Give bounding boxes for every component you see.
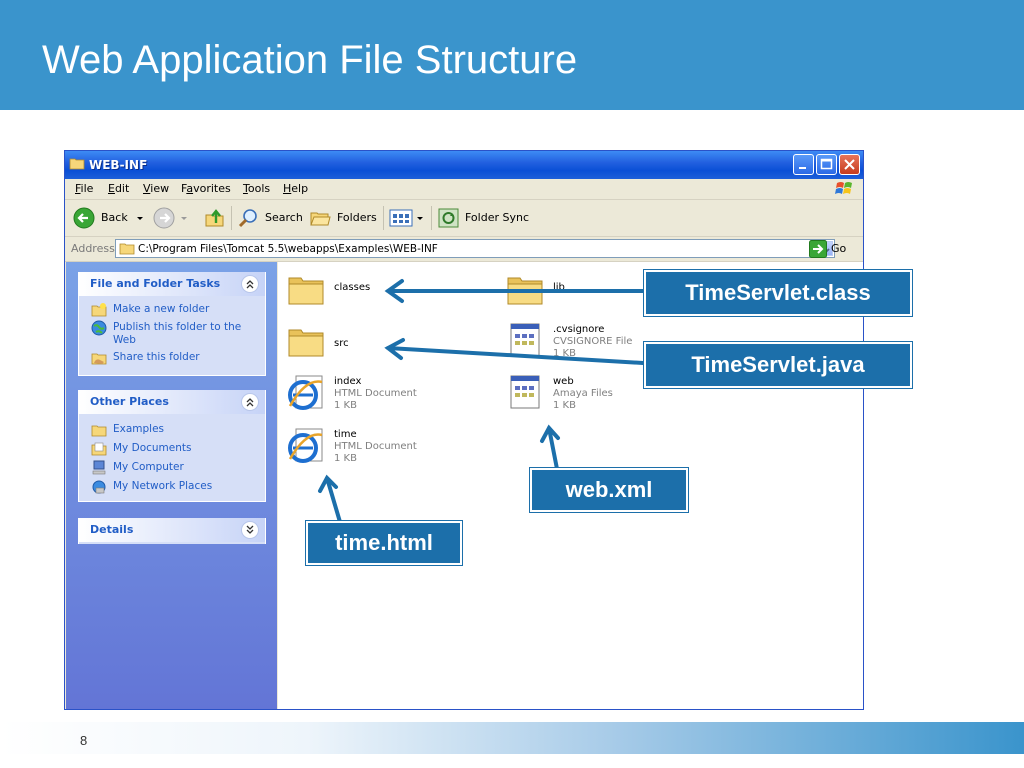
- menu-tools[interactable]: Tools: [243, 182, 271, 195]
- callout-time-html: time.html: [305, 520, 463, 566]
- go-label[interactable]: Go: [831, 242, 847, 255]
- file-item-time[interactable]: time HTML Document 1 KB: [286, 425, 426, 473]
- go-arrow-icon[interactable]: [809, 240, 827, 258]
- file-item-src[interactable]: src: [286, 320, 406, 368]
- chevron-down-icon: [137, 217, 143, 220]
- file-item-classes[interactable]: classes: [286, 268, 406, 316]
- chevron-down-icon: [246, 525, 254, 534]
- html-document-icon: [288, 428, 323, 463]
- menu-edit[interactable]: Edit: [108, 182, 130, 195]
- file-item-web[interactable]: web Amaya Files 1 KB: [505, 372, 645, 420]
- address-label: Address: [71, 242, 115, 255]
- html-document-icon: [288, 375, 323, 410]
- file-folder-tasks-header[interactable]: File and Folder Tasks: [79, 272, 265, 296]
- up-folder-icon: [205, 209, 224, 227]
- menu-help[interactable]: Help: [283, 182, 309, 195]
- folder-icon: [288, 329, 324, 357]
- close-icon: [844, 159, 855, 170]
- address-bar: Address C:\Program Files\Tomcat 5.5\weba…: [65, 237, 863, 262]
- share-folder-icon: [91, 353, 107, 365]
- forward-button[interactable]: [153, 207, 193, 229]
- explorer-window: WEB-INF File Edit View Favorites Tools H…: [64, 150, 864, 710]
- minimize-icon: [799, 167, 806, 169]
- callout-web-xml: web.xml: [529, 467, 689, 513]
- minimize-button[interactable]: [793, 154, 814, 175]
- file-item-lib[interactable]: lib: [505, 268, 625, 316]
- up-folder-button[interactable]: [203, 207, 227, 229]
- views-button[interactable]: [389, 207, 429, 229]
- window-title: WEB-INF: [89, 158, 148, 172]
- footer-bar: [0, 722, 1024, 754]
- folder-sync-icon: [438, 208, 459, 228]
- callout-timeservlet-class: TimeServlet.class: [643, 269, 913, 317]
- slide-title: Web Application File Structure: [42, 38, 578, 82]
- forward-arrow-icon: [153, 207, 175, 229]
- chevron-up-icon: [246, 398, 254, 407]
- maximize-icon: [820, 158, 833, 170]
- new-folder-icon: [91, 303, 107, 317]
- folder-sync-button[interactable]: Folder Sync: [437, 207, 537, 229]
- address-input[interactable]: C:\Program Files\Tomcat 5.5\webapps\Exam…: [115, 239, 835, 258]
- chevron-up-icon: [246, 280, 254, 289]
- task-pane: File and Folder Tasks Make a new folder …: [66, 262, 277, 709]
- document-icon: [510, 323, 540, 357]
- folders-button[interactable]: Folders: [309, 207, 379, 229]
- details-panel: Details: [78, 518, 266, 544]
- toolbar-separator: [431, 206, 432, 230]
- network-icon: [92, 480, 106, 494]
- menu-view[interactable]: View: [143, 182, 170, 195]
- slide-header: Web Application File Structure: [0, 0, 1024, 110]
- chevron-down-icon: [417, 217, 423, 220]
- chevron-down-icon: [181, 217, 187, 220]
- file-folder-tasks-panel: File and Folder Tasks Make a new folder …: [78, 272, 266, 376]
- back-arrow-icon: [73, 207, 95, 229]
- folder-icon: [69, 158, 85, 170]
- close-button[interactable]: [839, 154, 860, 175]
- folder-icon: [91, 425, 107, 437]
- folder-icon: [119, 243, 135, 255]
- other-places-header[interactable]: Other Places: [79, 390, 265, 414]
- windows-logo-icon: [835, 182, 852, 194]
- search-button[interactable]: Search: [237, 207, 307, 229]
- folder-icon: [288, 277, 324, 305]
- toolbar: Back Search: [65, 200, 863, 237]
- menu-favorites[interactable]: Favorites: [181, 182, 231, 195]
- page-number: 8: [80, 733, 88, 748]
- title-bar[interactable]: WEB-INF: [65, 151, 863, 179]
- toolbar-separator: [383, 206, 384, 230]
- search-icon: [238, 209, 257, 228]
- maximize-button[interactable]: [816, 154, 837, 175]
- details-header[interactable]: Details: [79, 518, 265, 542]
- globe-icon: [91, 320, 107, 336]
- document-icon: [510, 375, 540, 409]
- address-path: C:\Program Files\Tomcat 5.5\webapps\Exam…: [138, 243, 438, 255]
- back-button[interactable]: Back: [73, 207, 143, 229]
- menu-file[interactable]: File: [75, 182, 94, 195]
- folder-icon: [507, 277, 543, 305]
- collapse-button[interactable]: [241, 393, 259, 411]
- file-item-cvsignore[interactable]: .cvsignore CVSIGNORE File 1 KB: [505, 320, 645, 368]
- computer-icon: [92, 460, 106, 475]
- callout-timeservlet-java: TimeServlet.java: [643, 341, 913, 389]
- my-documents-icon: [91, 442, 107, 456]
- toolbar-separator: [231, 206, 232, 230]
- file-item-index[interactable]: index HTML Document 1 KB: [286, 372, 426, 420]
- folders-icon: [310, 212, 331, 226]
- collapse-button[interactable]: [241, 275, 259, 293]
- expand-button[interactable]: [241, 521, 259, 539]
- other-places-panel: Other Places Examples My Documents My Co…: [78, 390, 266, 502]
- menu-bar: File Edit View Favorites Tools Help: [65, 179, 863, 200]
- views-icon: [389, 209, 413, 227]
